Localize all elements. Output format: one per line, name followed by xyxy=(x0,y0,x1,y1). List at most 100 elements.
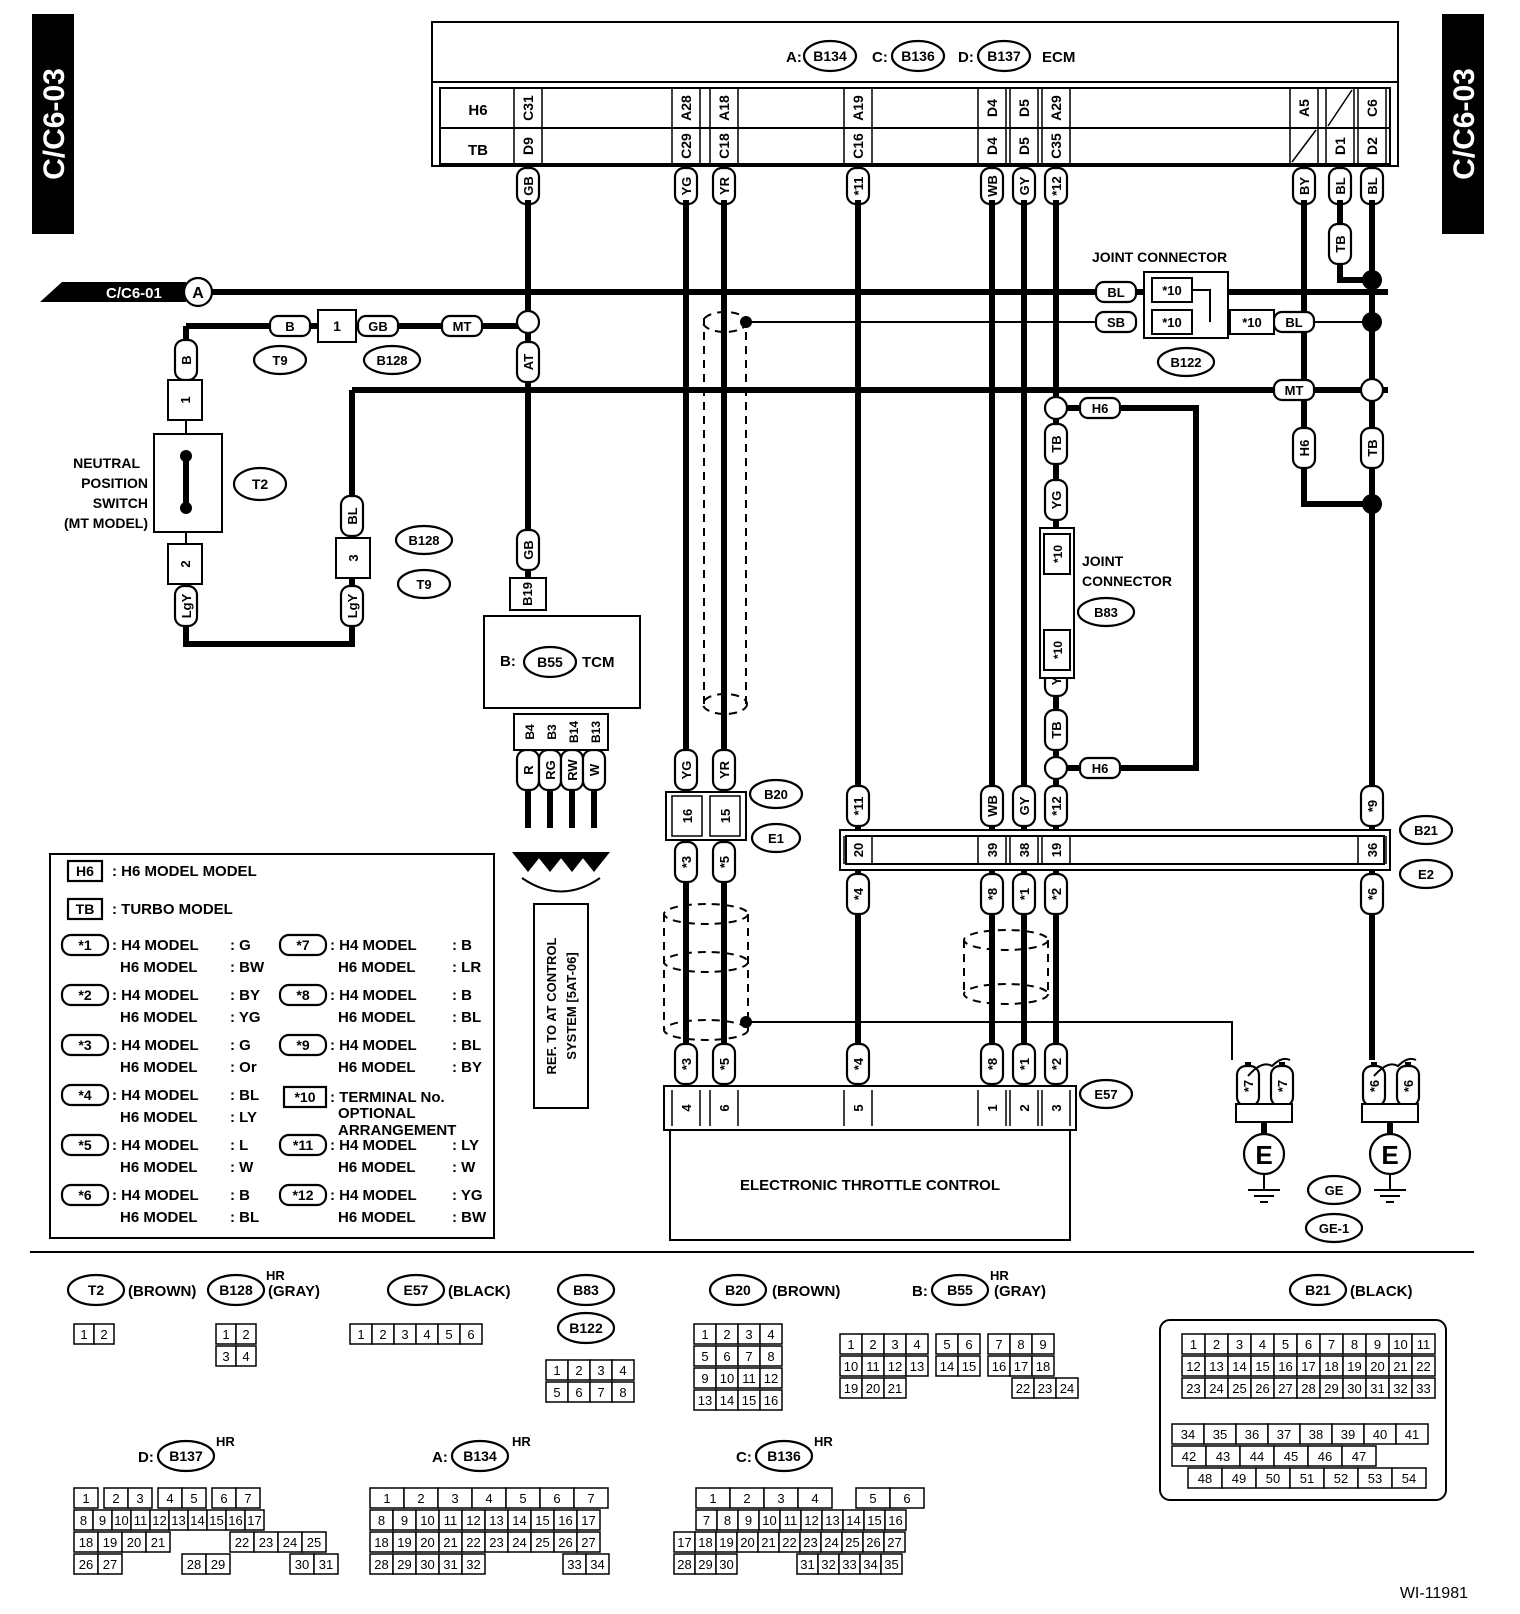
b134-pin-cell: 15 xyxy=(530,1509,555,1531)
legend-h4-value: : G xyxy=(230,1037,251,1054)
e2-callout: E2 xyxy=(1418,867,1434,882)
wire-pill-label: R xyxy=(521,765,536,775)
b137-pin-cell: 31 xyxy=(313,1553,339,1575)
wire-pill-label: *11 xyxy=(851,797,866,816)
b21-pin-cell-num: 51 xyxy=(1300,1471,1314,1486)
b55-pin-cell-num: 21 xyxy=(888,1381,902,1396)
wire-pill: H6 xyxy=(1078,756,1122,780)
ecm-wire-pill: GB xyxy=(515,166,541,206)
ecm-pin-h6: C6 xyxy=(1364,99,1380,117)
b21-pin-cell: 34 xyxy=(1171,1423,1205,1445)
b55-pin-cell: 9 xyxy=(1031,1333,1055,1355)
b134-pin-cell-num: 5 xyxy=(519,1491,526,1506)
wire-pill-label: TB xyxy=(1049,435,1064,452)
b137-pin-cell-num: 6 xyxy=(220,1491,227,1506)
b136-pin-cell-num: 1 xyxy=(709,1491,716,1506)
legend-h4: : H4 MODEL xyxy=(330,937,417,954)
b137-pin-cell-num: 21 xyxy=(151,1535,165,1550)
t2-pin-cell-num: 1 xyxy=(80,1327,87,1342)
b134-pin-cell-num: 15 xyxy=(535,1513,549,1528)
b21-pin-cell-num: 11 xyxy=(1417,1337,1431,1352)
b20-pin-cell-num: 11 xyxy=(742,1371,756,1386)
ge-callout: GE xyxy=(1325,1183,1344,1198)
b122-view-name-label: B122 xyxy=(569,1320,603,1336)
legend-h4-value: : B xyxy=(452,987,472,1004)
b128-pin1-label: 1 xyxy=(333,318,341,334)
b137-pin-cell: 19 xyxy=(97,1531,123,1553)
e57-pin: 6 xyxy=(717,1104,732,1111)
b21-pin-cell-num: 27 xyxy=(1278,1381,1292,1396)
b128-pin-cell: 1 xyxy=(215,1323,237,1345)
ecm-wire-label: *12 xyxy=(1049,176,1064,196)
b21-pin-cell: 16 xyxy=(1273,1355,1298,1377)
b21-pin-cell: 46 xyxy=(1307,1445,1343,1467)
wire-pill-label: *7 xyxy=(1275,1080,1290,1092)
b20-pin-cell-num: 6 xyxy=(723,1349,730,1364)
b137-pin-cell: 27 xyxy=(97,1553,123,1575)
b136-pin-cell-num: 6 xyxy=(903,1491,910,1506)
b55-pin-cell: 14 xyxy=(935,1355,959,1377)
b136-pin-cell-num: 23 xyxy=(803,1535,817,1550)
b136-pin-cell-num: 15 xyxy=(867,1513,881,1528)
ecm-connector-a: B134 xyxy=(813,48,847,64)
b137-pin-cell: 15 xyxy=(206,1509,227,1531)
b136-pin-cell: 18 xyxy=(694,1531,717,1553)
legend-tag-label: *7 xyxy=(296,937,309,953)
legend-h6: H6 MODEL xyxy=(338,1209,416,1226)
b55-pin-cell-num: 20 xyxy=(866,1381,880,1396)
b122-pin-cell: 6 xyxy=(567,1381,591,1403)
ecm-connector-d: B137 xyxy=(987,48,1021,64)
b137-pin-cell-num: 27 xyxy=(103,1557,117,1572)
b136-pin-cell-num: 25 xyxy=(845,1535,859,1550)
b21-pin-cell-num: 48 xyxy=(1198,1471,1212,1486)
legend-h4-value: : LY xyxy=(452,1137,479,1154)
wire-pill-label: LgY xyxy=(345,593,360,618)
b21-pin-cell: 47 xyxy=(1341,1445,1377,1467)
ecm-wire-label: BL xyxy=(1365,177,1380,194)
b128-pin-cell: 2 xyxy=(235,1323,257,1345)
b136-pin-cell: 3 xyxy=(763,1487,799,1509)
b136-pin-cell: 9 xyxy=(737,1509,760,1531)
b134-pin-cell: 12 xyxy=(461,1509,486,1531)
b137-pin-cell: 12 xyxy=(149,1509,170,1531)
ecm-wire-pill: YG xyxy=(673,166,699,206)
b128-pin-cell-num: 1 xyxy=(222,1327,229,1342)
wire-pill-label: GY xyxy=(1017,796,1032,815)
b21-pin-cell-num: 23 xyxy=(1186,1381,1200,1396)
b21-pin-cell-num: 53 xyxy=(1368,1471,1382,1486)
legend-tag-label: *3 xyxy=(78,1037,91,1053)
ecm-pin-tb: D5 xyxy=(1016,137,1032,155)
wire-pill-label: SB xyxy=(1107,315,1125,330)
b55-pin-cell: 5 xyxy=(935,1333,959,1355)
b21-pin-cell: 40 xyxy=(1363,1423,1397,1445)
b137-pin-cell-num: 26 xyxy=(79,1557,93,1572)
e57-pin: 2 xyxy=(1017,1104,1032,1111)
b134-pin-cell-num: 30 xyxy=(420,1557,434,1572)
legend-h6: H6 MODEL xyxy=(120,1209,198,1226)
b55-pin-cell: 10 xyxy=(839,1355,863,1377)
ecm-wire-pill: BL xyxy=(1327,166,1353,206)
e57-pin-cell: 1 xyxy=(349,1323,373,1345)
b136-pin-cell-num: 26 xyxy=(866,1535,880,1550)
ref-line-2: SYSTEM [5AT-06] xyxy=(564,952,579,1059)
b134-pin-cell: 5 xyxy=(505,1487,541,1509)
legend-tag-label: TB xyxy=(76,901,95,917)
legend-tag-label: *5 xyxy=(78,1137,91,1153)
wire-pill-label: *4 xyxy=(851,887,866,900)
b55-pin-cell-num: 2 xyxy=(869,1337,876,1352)
b55-pin-cell: 20 xyxy=(861,1377,885,1399)
t2-pin-cell-num: 2 xyxy=(100,1327,107,1342)
b21-pin-cell-num: 45 xyxy=(1284,1449,1298,1464)
b21-pin-cell-num: 7 xyxy=(1328,1337,1335,1352)
ecm-pin-h6: A28 xyxy=(678,95,694,121)
bus-reference: C/C6-01 A xyxy=(40,276,214,308)
b134-pin-cell-num: 7 xyxy=(587,1491,594,1506)
b134-pin-cell-num: 12 xyxy=(466,1513,480,1528)
b55-view-prefix: B: xyxy=(912,1283,928,1300)
b55-pin-cell: 3 xyxy=(883,1333,907,1355)
b134-view-name-label: B134 xyxy=(463,1448,497,1464)
b137-pin-cell: 16 xyxy=(225,1509,246,1531)
b21-pin-cell-num: 50 xyxy=(1266,1471,1280,1486)
b83-view-name-label: B83 xyxy=(573,1282,599,1298)
wire-pill: TB xyxy=(1043,422,1069,466)
